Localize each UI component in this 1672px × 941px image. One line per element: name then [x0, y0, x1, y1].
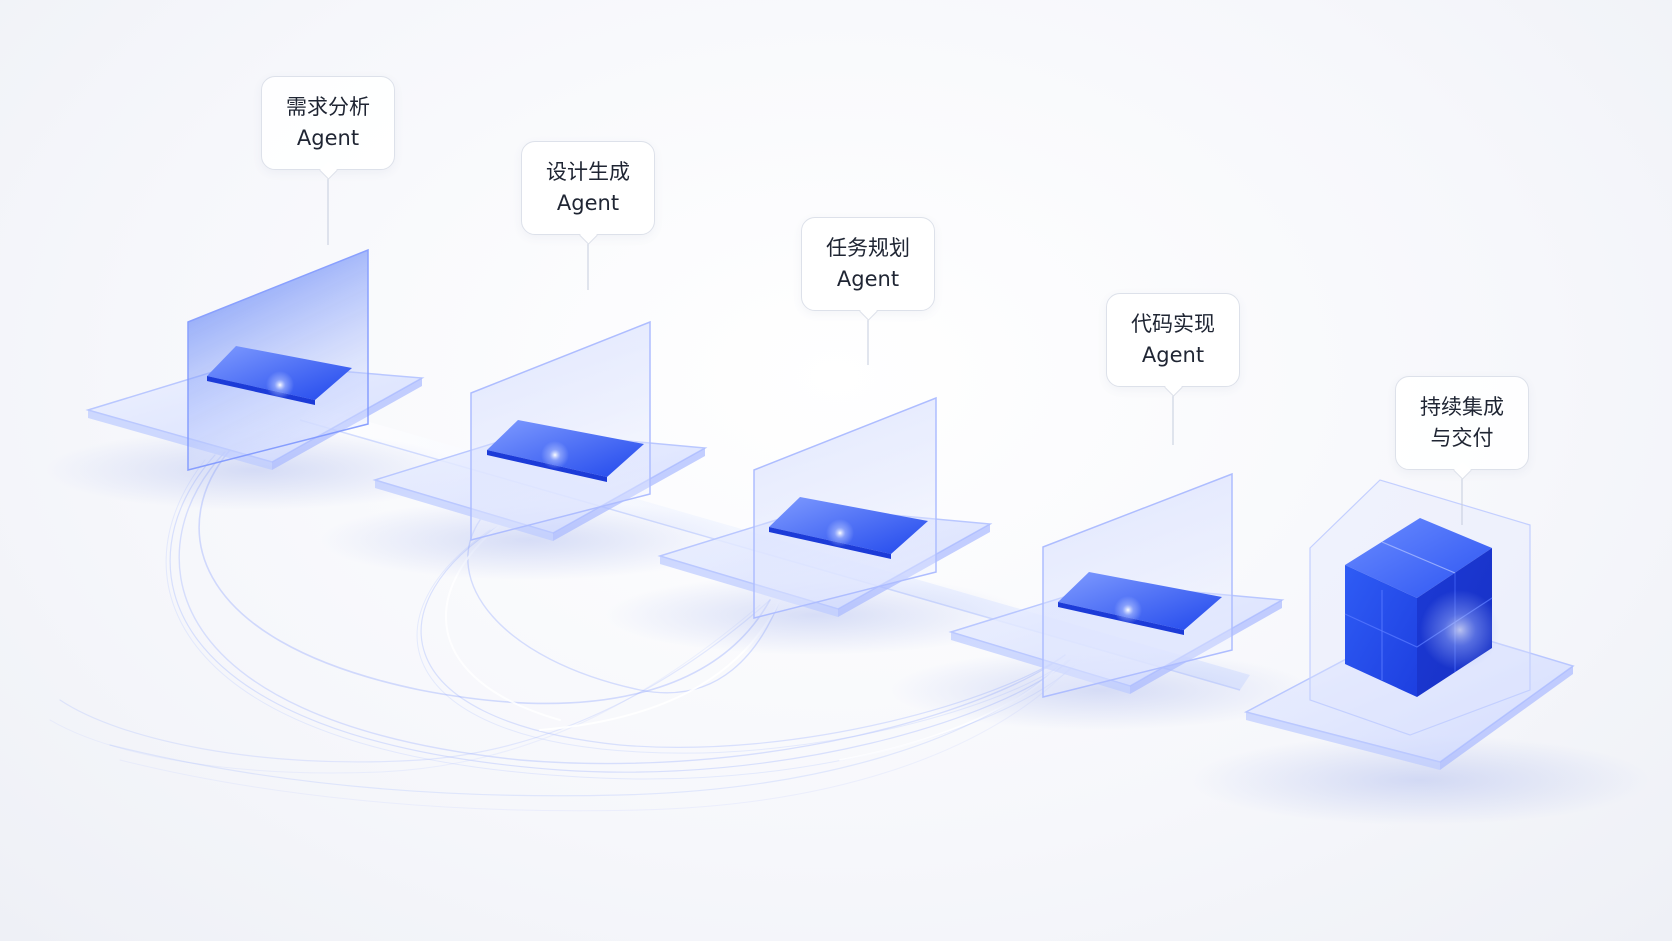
label-connectors	[327, 178, 1463, 525]
stage-2-platform	[320, 320, 740, 580]
label-line-2: 与交付	[1430, 426, 1494, 450]
label-line-1: 代码实现	[1131, 312, 1215, 336]
label-line-2: Agent	[296, 126, 360, 150]
cube-icon	[1344, 518, 1500, 697]
stage-4-platform	[890, 472, 1310, 730]
label-line-2: Agent	[1141, 343, 1205, 367]
stage-1-platform	[45, 248, 465, 510]
label-line-2: Agent	[556, 191, 620, 215]
label-continuous-integration-delivery: 持续集成 与交付	[1395, 376, 1529, 470]
label-line-2: Agent	[836, 267, 900, 291]
label-code-implementation-agent: 代码实现 Agent	[1106, 293, 1240, 387]
label-line-1: 设计生成	[546, 160, 630, 184]
stage-5-platform	[1190, 479, 1650, 825]
label-task-planning-agent: 任务规划 Agent	[801, 217, 935, 311]
stage-3-platform	[605, 396, 1025, 655]
label-line-1: 任务规划	[826, 236, 910, 260]
label-line-1: 需求分析	[286, 95, 370, 119]
label-design-generation-agent: 设计生成 Agent	[521, 141, 655, 235]
label-requirements-analysis-agent: 需求分析 Agent	[261, 76, 395, 170]
label-line-1: 持续集成	[1420, 395, 1504, 419]
